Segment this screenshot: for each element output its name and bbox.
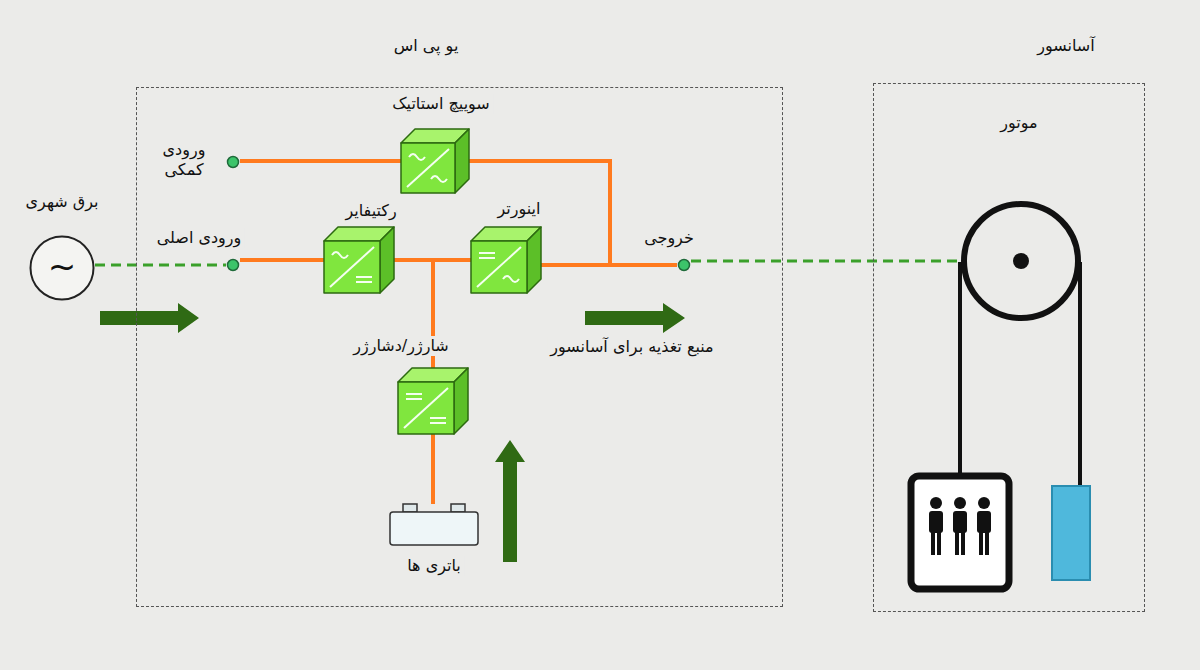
- node-label: باتری ها: [404, 556, 464, 576]
- power-wire: [541, 263, 677, 267]
- rectifier-box: رکتیفایر: [324, 227, 394, 293]
- battery-pack: باتری ها: [389, 504, 479, 546]
- inverter-box: اینورتر: [471, 227, 541, 293]
- elevator-rope: [1078, 262, 1082, 486]
- node-label: اینورتر: [495, 199, 544, 219]
- node-label: یو پی اس: [391, 36, 462, 56]
- elevator-rope: [958, 262, 962, 476]
- flow-arrow: [495, 440, 525, 562]
- power-wire: [240, 159, 401, 163]
- node-label: ورودی اصلی: [154, 228, 245, 248]
- output-terminal: خروجی: [677, 258, 691, 272]
- elevator-cabin: [911, 476, 1009, 589]
- cube-outline: [401, 129, 469, 193]
- cube-outline: [471, 227, 541, 293]
- power-feed-line: [95, 264, 226, 267]
- pulley-outline: [961, 201, 1081, 321]
- counterweight: [1052, 486, 1090, 580]
- elevator-region: آسانسورموتور: [873, 83, 1145, 612]
- passenger-icons: [929, 497, 991, 555]
- dot-outline: [226, 258, 240, 272]
- node-label: سوییچ استاتیک: [389, 94, 493, 114]
- node-label: خروجی: [641, 228, 697, 248]
- battery-outline: [389, 504, 479, 546]
- node-label: آسانسور: [1034, 36, 1097, 56]
- node-label: ورودی کمکی: [151, 140, 217, 180]
- dot-outline: [226, 155, 240, 169]
- motor-pulley: موتور: [961, 201, 1081, 321]
- power-wire: [431, 434, 435, 504]
- cube-outline: [398, 368, 468, 434]
- power-feed-line: [691, 260, 961, 263]
- power-wire: [240, 258, 324, 262]
- flow-arrow: [585, 303, 685, 333]
- ac-symbol: ~: [45, 245, 80, 288]
- dot-outline: [677, 258, 691, 272]
- caption-label: منبع تغذیه برای آسانسور: [547, 337, 716, 356]
- mains-source: برق شهری~: [29, 235, 95, 301]
- input-terminal: ورودی کمکی: [226, 155, 240, 169]
- node-label: رکتیفایر: [342, 201, 399, 221]
- flow-arrow: [100, 303, 199, 333]
- node-label: موتور: [997, 113, 1040, 133]
- input-terminal: ورودی اصلی: [226, 258, 240, 272]
- cube-outline: [324, 227, 394, 293]
- node-label: شارژر/دشارژر: [350, 336, 451, 356]
- node-label: برق شهری: [23, 192, 102, 212]
- static-switch: سوییچ استاتیک: [401, 129, 469, 193]
- charger-box: شارژر/دشارژر: [398, 368, 468, 434]
